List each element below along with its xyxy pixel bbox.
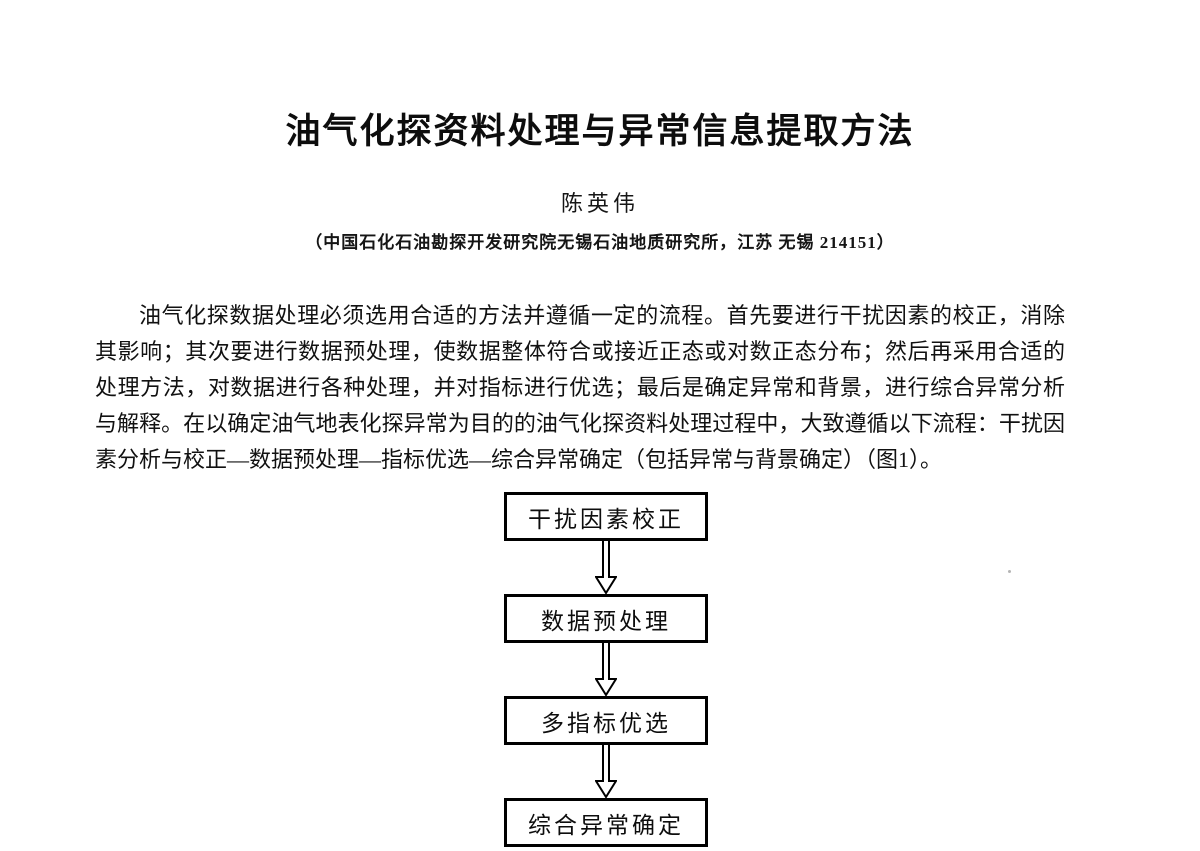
paper-title: 油气化探资料处理与异常信息提取方法 [285,112,915,152]
scan-speck-artifact [1008,570,1011,573]
paragraph-line: 素分析与校正—数据预处理—指标优选—综合异常确定（包括异常与背景确定）（图1）。 [95,447,943,472]
flowchart: 干扰因素校正 数据预处理 多指标优选 综合异常确定 [498,492,714,847]
down-arrow-icon [595,643,617,696]
paragraph-line: 处理方法，对数据进行各种处理，并对指标进行优选；最后是确定异常和背景，进行综合异… [95,375,1065,400]
flowchart-step-box: 干扰因素校正 [504,492,708,541]
paragraph-line: 油气化探数据处理必须选用合适的方法并遵循一定的流程。首先要进行干扰因素的校正，消… [139,303,1065,328]
abstract-paragraph: 油气化探数据处理必须选用合适的方法并遵循一定的流程。首先要进行干扰因素的校正，消… [95,298,1065,478]
flowchart-step-box: 数据预处理 [504,594,708,643]
author-affiliation: （中国石化石油勘探开发研究院无锡石油地质研究所，江苏 无锡 214151） [305,233,895,252]
paragraph-line: 与解释。在以确定油气地表化探异常为目的的油气化探资料处理过程中，大致遵循以下流程… [95,411,1065,436]
author-name: 陈英伟 [560,191,639,216]
down-arrow-icon [595,541,617,594]
flowchart-step-label: 综合异常确定 [528,812,684,838]
flowchart-step-label: 多指标优选 [541,710,671,736]
flowchart-step-label: 数据预处理 [541,608,671,634]
flowchart-step-label: 干扰因素校正 [528,506,684,532]
down-arrow-icon [595,745,617,798]
flowchart-step-box: 综合异常确定 [504,798,708,847]
flowchart-step-box: 多指标优选 [504,696,708,745]
paragraph-line: 其影响；其次要进行数据预处理，使数据整体符合或接近正态或对数正态分布；然后再采用… [95,339,1065,364]
